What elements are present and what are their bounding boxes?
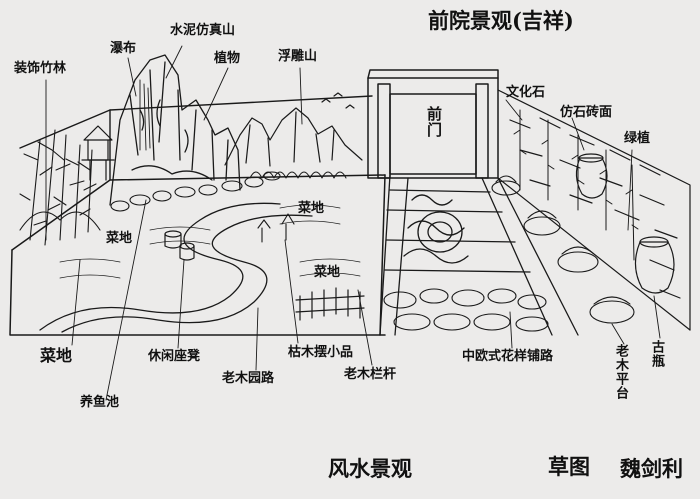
label-bamboo: 装饰竹林	[14, 61, 67, 76]
waterfall-lines	[139, 79, 151, 151]
stump-seats	[164, 230, 195, 261]
label-jar: 古瓶	[649, 340, 664, 368]
bottom-title: 风水景观	[328, 456, 412, 481]
flower-pots	[491, 175, 635, 324]
pond-stones	[110, 171, 281, 212]
label-gate: 前门	[425, 106, 443, 138]
label-waterfall: 瀑布	[110, 41, 137, 56]
label-rockery: 水泥仿真山	[170, 23, 236, 38]
shrubs	[249, 171, 347, 179]
label-old-wood-platform: 老木平台	[613, 344, 628, 400]
label-plants: 植物	[214, 51, 241, 66]
label-wood-path: 老木园路	[222, 371, 275, 386]
label-brick-wall: 仿石砖面	[560, 105, 613, 120]
wood-ornaments	[257, 213, 295, 243]
wood-path	[39, 202, 313, 333]
label-vegetable-field-3: 菜地	[314, 265, 341, 280]
label-wood-fence: 老木栏杆	[344, 367, 397, 382]
ancient-jar-right	[634, 236, 675, 294]
signature: 魏剑利	[620, 456, 683, 481]
pagoda	[81, 125, 115, 181]
leader-lines	[45, 45, 661, 401]
garden-ground-outline	[9, 174, 386, 336]
page-title: 前院景观(吉祥)	[428, 8, 574, 33]
vegetable-field-rows	[59, 204, 361, 279]
sketch-label: 草图	[548, 454, 590, 479]
label-paving: 中欧式花样铺路	[462, 349, 554, 364]
label-fish-pond: 养鱼池	[80, 395, 120, 410]
front-gate	[367, 69, 499, 179]
old-wood-fence	[295, 287, 365, 321]
rockery-mountain	[109, 54, 241, 206]
stepping-stones	[383, 288, 549, 332]
label-vegetable-field-2: 菜地	[106, 231, 133, 246]
culture-stone-wall	[497, 89, 691, 331]
label-vegetable-field-left: 菜地	[40, 346, 73, 365]
label-culture-stone: 文化石	[506, 85, 546, 100]
climbing-plants	[513, 109, 639, 261]
label-stump-seat: 休闲座凳	[148, 349, 201, 364]
back-wall-outline	[19, 95, 373, 181]
label-ornament: 枯木摆小品	[288, 345, 354, 360]
label-mural-mountain: 浮雕山	[278, 49, 318, 64]
relief-mountain-mural	[224, 92, 363, 167]
label-green-plants: 绿植	[624, 131, 651, 146]
ancient-jar-left	[575, 153, 608, 199]
label-vegetable-field-1: 菜地	[298, 201, 325, 216]
paved-walkway	[379, 174, 579, 336]
